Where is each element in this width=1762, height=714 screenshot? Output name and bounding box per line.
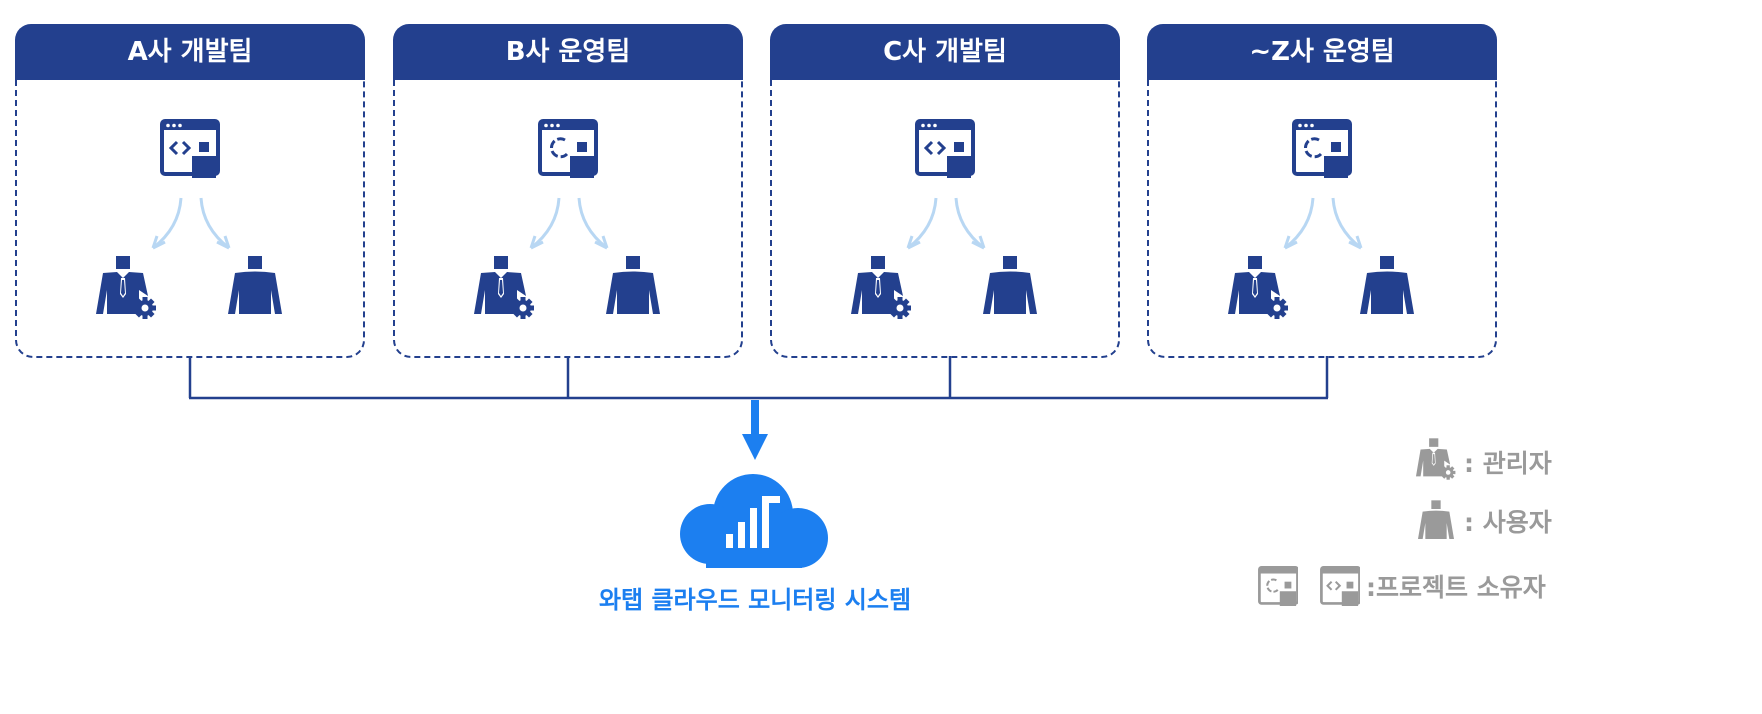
team-title: C사 개발팀 bbox=[770, 24, 1120, 80]
cloud-chart-icon bbox=[680, 474, 828, 568]
loading-window-icon bbox=[1292, 119, 1352, 178]
team-diagram bbox=[1228, 119, 1414, 319]
loading-window-icon bbox=[538, 119, 598, 178]
system-label: 와탭 클라우드 모니터링 시스템 bbox=[598, 586, 912, 614]
team-box-a: A사 개발팀 bbox=[15, 24, 365, 358]
code-window-icon bbox=[915, 119, 975, 178]
user-icon bbox=[1418, 500, 1454, 539]
loading-window-icon bbox=[1258, 566, 1298, 606]
distribution-arrows bbox=[151, 197, 231, 250]
team-box-b: B사 운영팀 bbox=[393, 24, 743, 358]
legend-user-label: : 사용자 bbox=[1464, 508, 1552, 537]
team-diagram bbox=[474, 119, 660, 319]
team-title: B사 운영팀 bbox=[393, 24, 743, 80]
team-title: ~Z사 운영팀 bbox=[1147, 24, 1497, 80]
team-box-c: C사 개발팀 bbox=[770, 24, 1120, 358]
code-window-icon bbox=[160, 119, 220, 178]
team-box-z: ~Z사 운영팀 bbox=[1147, 24, 1497, 358]
team-diagram bbox=[851, 119, 1037, 319]
distribution-arrows bbox=[906, 197, 986, 250]
team-title: A사 개발팀 bbox=[15, 24, 365, 80]
distribution-arrows bbox=[529, 197, 609, 250]
team-diagram bbox=[96, 119, 282, 319]
legend-owner-label: :프로젝트 소유자 bbox=[1366, 573, 1546, 602]
code-window-icon bbox=[1320, 566, 1360, 606]
admin-icon bbox=[1415, 438, 1456, 480]
legend-admin-label: : 관리자 bbox=[1464, 449, 1552, 478]
down-arrow-icon bbox=[742, 400, 768, 460]
distribution-arrows bbox=[1283, 197, 1363, 250]
